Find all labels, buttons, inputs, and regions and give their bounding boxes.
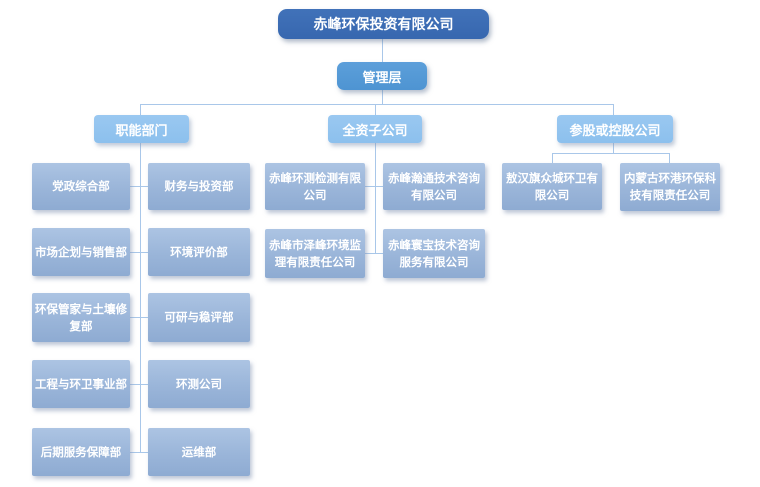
connector-spine-functional (140, 143, 141, 453)
org-node-root: 赤峰环保投资有限公司 (278, 9, 489, 39)
connector-root-management (382, 39, 383, 62)
connector-holding-horizontal (552, 153, 670, 154)
org-node-department: 环测公司 (148, 360, 250, 408)
org-node-department: 工程与环卫事业部 (32, 360, 130, 408)
connector-tick (130, 186, 148, 187)
connector-drop-subsidiary (375, 104, 376, 115)
connector-tick (552, 153, 553, 164)
org-branch-functional-departments: 职能部门 (94, 115, 189, 143)
connector-tick (130, 384, 148, 385)
org-node-department: 市场企划与销售部 (32, 228, 130, 276)
connector-tick (130, 452, 148, 453)
connector-management-drop (382, 90, 383, 104)
org-branch-holding-companies: 参股或控股公司 (557, 115, 673, 143)
org-branch-wholly-owned-subsidiaries: 全资子公司 (328, 115, 422, 143)
connector-tick (669, 153, 670, 164)
connector-tick (365, 253, 383, 254)
connector-main-horizontal (140, 104, 614, 105)
org-node-holding-company: 内蒙古环港环保科技有限责任公司 (620, 163, 720, 211)
org-node-department: 财务与投资部 (148, 163, 250, 210)
org-node-subsidiary: 赤峰寰宝技术咨询服务有限公司 (383, 229, 485, 278)
connector-tick (130, 317, 148, 318)
org-node-department: 运维部 (148, 428, 250, 476)
org-node-subsidiary: 赤峰瀚通技术咨询有限公司 (383, 163, 485, 210)
connector-holding-drop (613, 143, 614, 153)
connector-tick (365, 186, 383, 187)
org-node-department: 党政综合部 (32, 163, 130, 210)
connector-drop-holding (613, 104, 614, 115)
org-node-department: 可研与稳评部 (148, 293, 250, 342)
org-node-holding-company: 敖汉旗众城环卫有限公司 (502, 163, 602, 210)
org-node-subsidiary: 赤峰环测检测有限公司 (265, 163, 365, 210)
org-node-department: 后期服务保障部 (32, 428, 130, 476)
connector-spine-subsidiary (375, 143, 376, 254)
connector-drop-functional (140, 104, 141, 115)
org-node-subsidiary: 赤峰市泽峰环境监理有限责任公司 (265, 229, 365, 278)
org-node-management: 管理层 (337, 62, 427, 90)
org-node-department: 环保管家与土壤修复部 (32, 293, 130, 342)
connector-tick (130, 252, 148, 253)
org-node-department: 环境评价部 (148, 228, 250, 276)
